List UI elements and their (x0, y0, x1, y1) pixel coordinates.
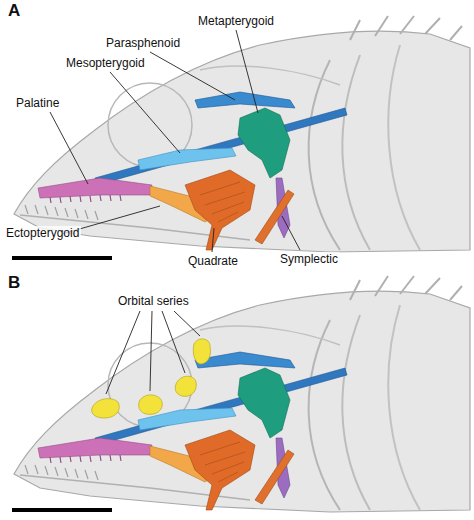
leader-lines (50, 30, 300, 394)
bone-label: Orbital series (116, 294, 191, 308)
scale-bar (12, 508, 112, 512)
panel-letter: A (6, 2, 22, 20)
bone-label: Ectopterygoid (4, 226, 81, 240)
bone-label: Palatine (14, 96, 61, 110)
bone-label: Mesopterygoid (64, 56, 147, 70)
skull-panel-a (14, 16, 470, 252)
bone-label: Parasphenoid (104, 36, 182, 50)
bone-label: Symplectic (278, 252, 340, 266)
scale-bar (12, 256, 112, 260)
panel-letter: B (6, 274, 22, 292)
bone-label: Metapterygoid (196, 14, 276, 28)
bone-label: Quadrate (186, 254, 240, 268)
skull-panel-b (14, 276, 470, 512)
